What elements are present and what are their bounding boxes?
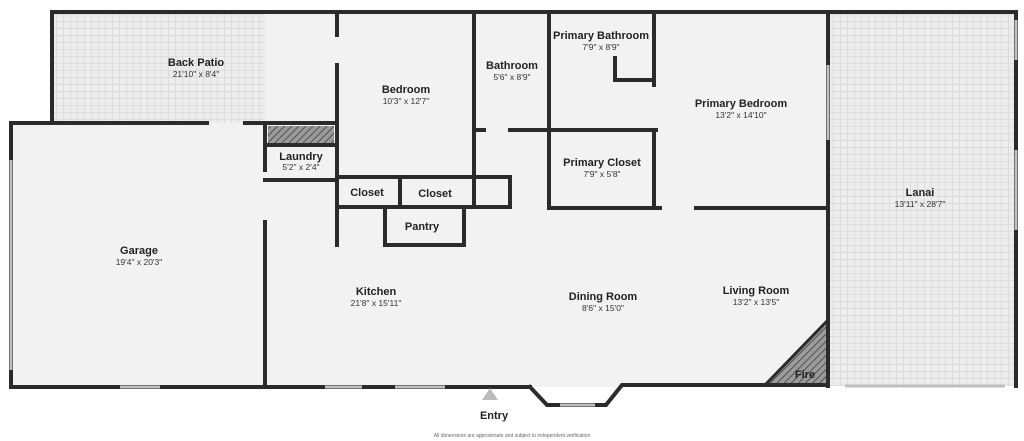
lanai-dims: 13'11" x 28'7" [895, 199, 946, 209]
laundry-dims: 5'2" x 2'4" [282, 162, 319, 172]
primary-closet-dims: 7'9" x 5'8" [583, 169, 620, 179]
dining-room-label: Dining Room [569, 291, 638, 303]
primary-bedroom-dims: 13'2" x 14'10" [715, 110, 766, 120]
primary-closet-label: Primary Closet [563, 157, 641, 169]
windows [9, 20, 1018, 407]
lanai-label: Lanai [906, 187, 935, 199]
bathroom-label: Bathroom [486, 60, 538, 72]
closet-2-label: Closet [418, 188, 452, 200]
living-room-dims: 13'2" x 13'5" [733, 297, 780, 307]
bedroom-dims: 10'3" x 12'7" [383, 96, 430, 106]
living-room-label: Living Room [723, 285, 790, 297]
lanai-floor [828, 12, 1016, 386]
back-patio-label: Back Patio [168, 57, 225, 69]
entry-label: Entry [480, 410, 509, 422]
fire-label: Fire [795, 369, 815, 381]
closet-1-label: Closet [350, 187, 384, 199]
primary-bathroom-dims: 7'9" x 8'9" [582, 42, 619, 52]
pantry-label: Pantry [405, 221, 440, 233]
footer-disclaimer: All dimensions are approximate and subje… [434, 433, 591, 439]
kitchen-label: Kitchen [356, 286, 397, 298]
laundry-hatch [268, 126, 334, 143]
garage-dims: 19'4" x 20'3" [116, 257, 163, 267]
entry-arrow-icon [482, 388, 498, 400]
floors [11, 12, 1016, 387]
bathroom-dims: 5'6" x 8'9" [493, 72, 530, 82]
garage-floor [11, 123, 265, 387]
primary-bedroom-label: Primary Bedroom [695, 98, 788, 110]
garage-label: Garage [120, 245, 158, 257]
kitchen-dims: 21'8" x 15'11" [351, 298, 402, 308]
primary-bathroom-label: Primary Bathroom [553, 30, 649, 42]
interior-floor [265, 12, 828, 387]
back-patio-dims: 21'10" x 8'4" [173, 69, 220, 79]
dining-room-dims: 8'6" x 15'0" [582, 303, 624, 313]
bedroom-label: Bedroom [382, 84, 431, 96]
laundry-label: Laundry [279, 151, 323, 163]
room-labels: Back Patio 21'10" x 8'4" Bedroom 10'3" x… [116, 30, 946, 439]
